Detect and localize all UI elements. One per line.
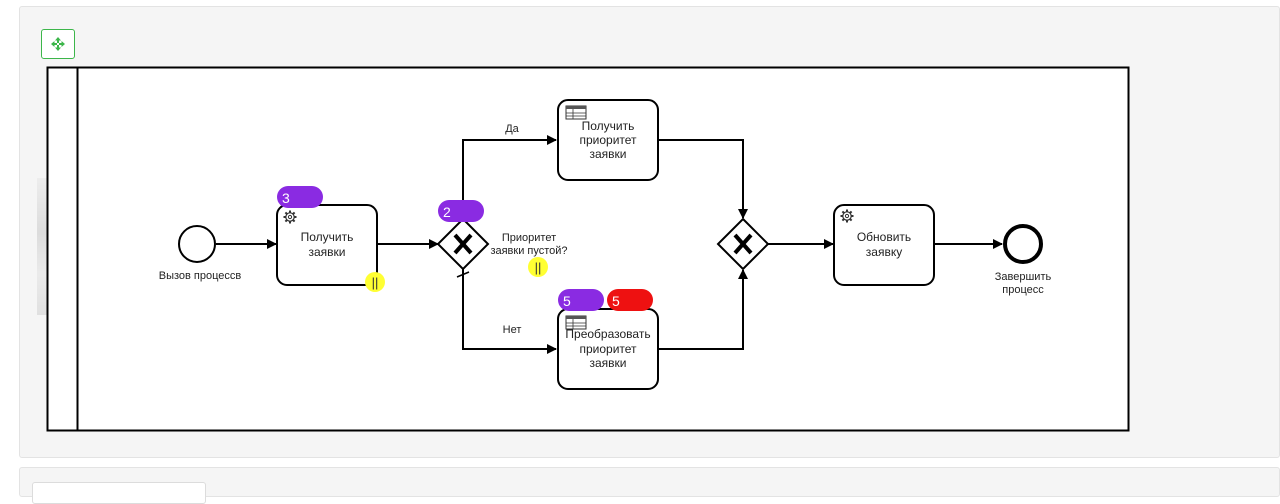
task-get-line1: Получить bbox=[301, 230, 354, 244]
task-priority-line3: заявки bbox=[589, 147, 626, 161]
task-priority-line1: Получить bbox=[582, 119, 635, 133]
pause-marker-gateway-text: || bbox=[535, 260, 542, 275]
pause-marker-task-get[interactable] bbox=[365, 272, 385, 292]
badge-gateway bbox=[438, 200, 484, 222]
gateway-label-line1: Приоритет bbox=[502, 232, 556, 244]
task-convert-line1: Преобразовать bbox=[565, 327, 650, 341]
badge-gateway-text: 2 bbox=[443, 204, 451, 220]
end-event-label-line1: Завершить bbox=[995, 271, 1052, 283]
task-convert-line2: приоритет bbox=[579, 342, 637, 356]
pause-marker-gateway[interactable] bbox=[528, 257, 548, 277]
task-get-line2: заявки bbox=[308, 245, 345, 259]
flow-priority-to-join[interactable] bbox=[658, 139, 748, 219]
task-get-priority[interactable] bbox=[557, 99, 659, 181]
badge-task-convert-red bbox=[607, 289, 653, 311]
end-event-label-line2: процесс bbox=[1002, 284, 1044, 296]
badge-task-get bbox=[277, 186, 323, 208]
flow-convert-to-join[interactable] bbox=[658, 269, 748, 350]
task-update-line1: Обновить bbox=[857, 230, 911, 244]
task-get-request[interactable] bbox=[276, 204, 378, 286]
flow-no[interactable] bbox=[462, 268, 557, 354]
flow-yes-label: Да bbox=[505, 123, 519, 135]
default-flow-slash bbox=[456, 271, 470, 278]
pause-marker-task-get-text: || bbox=[372, 275, 379, 290]
badge-task-convert-purple bbox=[558, 289, 604, 311]
task-convert-line3: заявки bbox=[589, 356, 626, 370]
gateway-x-icon bbox=[733, 233, 753, 255]
end-event[interactable] bbox=[1003, 224, 1043, 264]
bpmn-diagram: Вызов процессв Получить заявки Приоритет… bbox=[46, 66, 1130, 432]
secondary-panel-field[interactable] bbox=[32, 482, 206, 504]
badge-task-convert-red-text: 5 bbox=[612, 293, 620, 309]
move-arrows-icon bbox=[51, 37, 65, 51]
task-update-line2: заявку bbox=[866, 245, 902, 259]
start-event-label: Вызов процессв bbox=[159, 270, 242, 282]
move-button[interactable] bbox=[41, 29, 75, 59]
task-update-request[interactable] bbox=[833, 204, 935, 286]
task-priority-line2: приоритет bbox=[579, 133, 637, 147]
badge-task-get-text: 3 bbox=[282, 190, 290, 206]
flow-yes[interactable] bbox=[462, 135, 557, 220]
start-event[interactable] bbox=[178, 225, 216, 263]
business-rule-table-icon bbox=[565, 105, 587, 120]
gateway-label-line2: заявки пустой? bbox=[490, 245, 567, 257]
gateway-x-icon bbox=[453, 233, 473, 255]
flow-no-label: Нет bbox=[503, 324, 522, 336]
badge-task-convert-purple-text: 5 bbox=[563, 293, 571, 309]
